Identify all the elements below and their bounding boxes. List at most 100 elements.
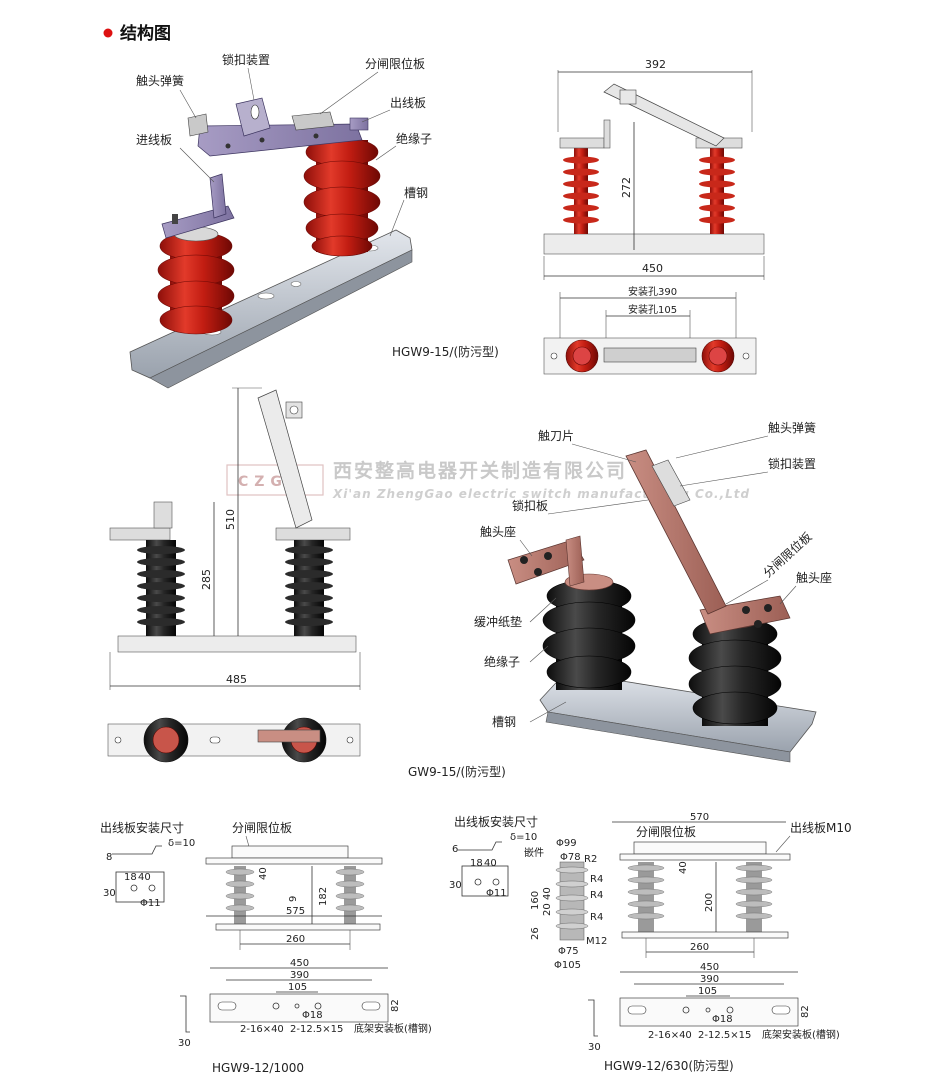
dim-160-630: 160: [530, 891, 541, 910]
dim-hole-105: 安装孔105: [628, 303, 677, 316]
caption-hgw9-12-630: HGW9-12/630(防污型): [604, 1058, 734, 1073]
hgw9-12-630-drawings: 出线板安装尺寸 δ=10 6 18 40 30 Φ11 Φ99 嵌件 Φ78 R…: [449, 812, 852, 1053]
dim-delta-630: δ=10: [510, 832, 537, 843]
label-insulator: 绝缘子: [484, 654, 520, 669]
dim-450: 450: [642, 262, 663, 275]
holes2-1000: 2-12.5×15: [290, 1024, 343, 1035]
label-lock: 锁扣装置: [222, 52, 270, 67]
limit-label-1000: 分闸限位板: [232, 820, 292, 835]
dim-510: 510: [224, 509, 237, 530]
dim-82-1000: 82: [390, 999, 401, 1012]
holes1-630: 2-16×40: [648, 1030, 692, 1041]
hgw9-15-labels: 锁扣装置 触头弹簧 分闸限位板 出线板 进线板 绝缘子 槽钢: [136, 52, 432, 237]
hgw9-15-front-view: 392 450 272: [543, 58, 765, 280]
grey-insulator-630-right: [735, 862, 773, 932]
dim-phi105-630: Φ105: [554, 960, 581, 971]
label-inlet: 进线板: [136, 133, 172, 147]
grey-insulator-630-left: [627, 862, 665, 932]
dim-18-1000: 18: [124, 872, 137, 883]
limit-label-630: 分闸限位板: [636, 824, 696, 839]
plate-title-630: 出线板安装尺寸: [454, 814, 538, 829]
contact-seat-left-shape: [507, 539, 585, 585]
holes2-630: 2-12.5×15: [698, 1030, 751, 1041]
dim-18-630: 18: [470, 858, 483, 869]
inlet-plate-upright: [209, 173, 227, 219]
dim-30-1000: 30: [103, 888, 116, 899]
hgw9-12-1000-drawings: 出线板安装尺寸 δ=10 8 18 40 30 Φ11 分闸限位板 40 9: [100, 820, 432, 1049]
dim-20-630: 20: [542, 903, 553, 916]
dim-272: 272: [620, 177, 633, 198]
dim-485: 485: [226, 673, 247, 686]
dim-phi78-630: Φ78: [560, 852, 581, 863]
grey-insulator-1000-left: [225, 866, 255, 924]
gw9-15-top-view: [107, 717, 361, 763]
dim-r4c-630: R4: [590, 912, 603, 923]
label-spring: 触头弹簧: [136, 73, 184, 88]
label-blade: 触刀片: [538, 429, 574, 443]
dim-40b-1000: 40: [258, 867, 269, 880]
blade-open-shape: [257, 389, 313, 529]
label-lock-plate: 锁扣板: [512, 498, 548, 513]
dim-phi18-630: Φ18: [712, 1014, 733, 1025]
plate-title-1000: 出线板安装尺寸: [100, 820, 184, 835]
label-channel: 槽钢: [492, 715, 516, 729]
watermark-logo-frame: [226, 464, 324, 496]
label-seat-right: 触头座: [796, 570, 832, 585]
mount-hole: [257, 292, 275, 300]
dim-6-630: 6: [452, 844, 458, 855]
red-insulator-left: [157, 226, 235, 335]
dim-450-630: 450: [700, 962, 719, 973]
dim-delta-1000: δ=10: [168, 838, 195, 849]
label-limit: 分闸限位板: [365, 56, 425, 71]
mount-hole: [290, 281, 302, 287]
dim-105-630: 105: [698, 986, 717, 997]
dim-phi11-1000: Φ11: [140, 898, 161, 909]
label-outlet: 出线板: [390, 96, 426, 110]
dim-200-630: 200: [704, 893, 715, 912]
dim-hole-390: 安装孔390: [628, 285, 677, 298]
dim-450-1000: 450: [290, 958, 309, 969]
label-lock: 锁扣装置: [768, 456, 816, 471]
dim-30b-1000: 30: [178, 1038, 191, 1049]
label-pad: 缓冲纸垫: [474, 614, 522, 629]
black-insulator-front-right: [285, 540, 333, 636]
dim-phi11-630: Φ11: [486, 888, 507, 899]
grey-insulator-1000-right: [335, 866, 365, 924]
dim-105-1000: 105: [288, 982, 307, 993]
label-spring: 触头弹簧: [768, 420, 816, 435]
red-insulator-right: [303, 137, 381, 257]
gw9-15-front-view: 510 285 485: [109, 387, 361, 690]
dim-390-1000: 390: [290, 970, 309, 981]
dim-40-1000: 40: [138, 872, 151, 883]
dim-8-1000: 8: [106, 852, 112, 863]
black-insulator-front-left: [137, 540, 185, 636]
red-insulator-front-right: [699, 148, 735, 234]
label-channel: 槽钢: [404, 186, 428, 200]
dim-575-1000: 575: [286, 906, 305, 917]
dim-390-630: 390: [700, 974, 719, 985]
caption-hgw9-12-1000: HGW9-12/1000: [212, 1061, 304, 1075]
dim-40b-630: 40: [678, 861, 689, 874]
dim-phi18-1000: Φ18: [302, 1010, 323, 1021]
channel-label-630: 底架安装板(槽钢): [762, 1028, 840, 1041]
dim-40v-630: 40: [542, 887, 553, 900]
dim-30-630: 30: [449, 880, 462, 891]
dim-82-630: 82: [800, 1005, 811, 1018]
dim-phi99-630: Φ99: [556, 838, 577, 849]
outlet-label-630: 出线板M10: [790, 821, 852, 835]
insert-label-630: 嵌件: [524, 847, 544, 859]
dim-260-1000: 260: [286, 934, 305, 945]
dim-m12-630: M12: [586, 936, 607, 947]
gw9-15-labels: 触刀片 触头弹簧 锁扣装置 锁扣板 触头座 分闸限位板 触头座 缓冲纸垫 绝缘子…: [474, 420, 832, 729]
holes1-1000: 2-16×40: [240, 1024, 284, 1035]
hgw9-15-top-view: 安装孔390 安装孔105: [543, 285, 757, 375]
dim-phi75-630: Φ75: [558, 946, 579, 957]
caption-hgw9-15: HGW9-15/(防污型): [392, 344, 499, 359]
black-insulator-left: [542, 573, 636, 690]
channel-label-1000: 底架安装板(槽钢): [354, 1022, 432, 1035]
knife-blade-shape: [625, 449, 727, 615]
gw9-15-illustration: [507, 449, 817, 763]
dim-40-630: 40: [484, 858, 497, 869]
caption-gw9-15: GW9-15/(防污型): [408, 764, 506, 779]
